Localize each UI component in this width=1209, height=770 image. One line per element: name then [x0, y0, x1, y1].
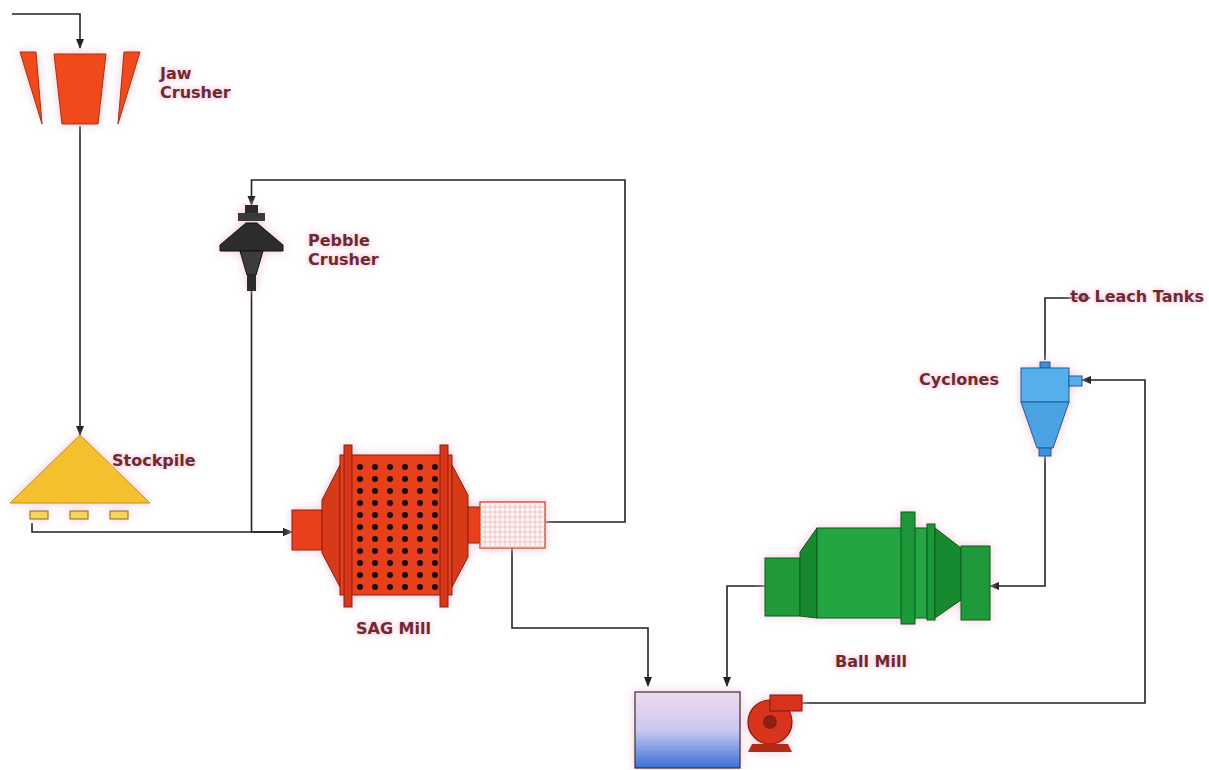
sump-and-pump	[635, 692, 802, 768]
sag-mill: SAG Mill	[292, 445, 545, 607]
cyclone-shape	[1015, 362, 1082, 456]
equipment-label: Ball Mill	[835, 652, 907, 671]
flow-connector	[79, 126, 81, 435]
sag-mill-shape	[292, 445, 545, 607]
cyclone: Cyclones	[1015, 362, 1082, 456]
jaw-crusher-shape	[18, 50, 142, 126]
flow-connector	[32, 523, 292, 532]
flow-connector	[252, 291, 293, 532]
flow-connector	[990, 456, 1045, 586]
ball-mill-shape	[765, 512, 990, 624]
ball-mill: Ball Mill	[765, 512, 990, 624]
flow-lines	[12, 14, 1145, 703]
pebble-crusher: Pebble Crusher	[218, 205, 285, 291]
stockpile: Stockpile	[10, 435, 150, 523]
equipment-label: Jaw Crusher	[160, 64, 231, 102]
equipment-label: Stockpile	[112, 451, 196, 470]
pebble-crusher-shape	[218, 205, 285, 291]
jaw-crusher: Jaw Crusher	[18, 50, 142, 126]
equipment-label: Pebble Crusher	[308, 231, 379, 269]
stockpile-shape	[10, 435, 150, 523]
destination-label: to Leach Tanks	[1070, 287, 1204, 306]
equipment-label: Cyclones	[919, 370, 999, 389]
equipment-label: SAG Mill	[356, 619, 431, 638]
